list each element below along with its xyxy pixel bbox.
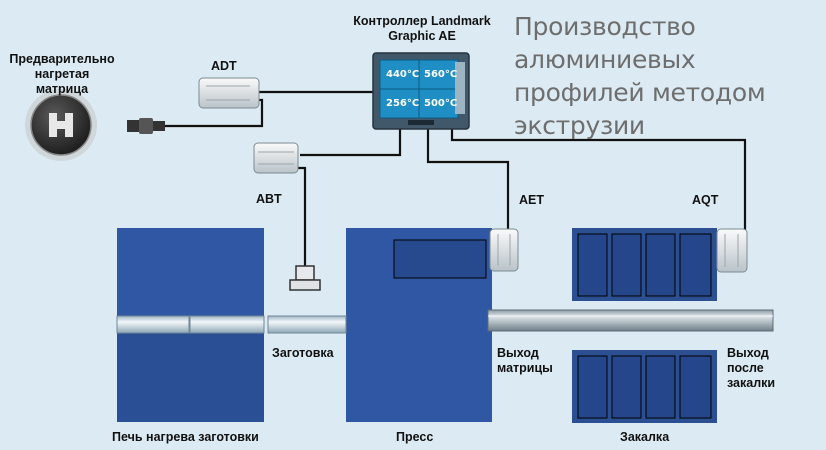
page-title: Производство алюминиевых профилей методо… — [514, 12, 766, 140]
wire-abt — [300, 128, 402, 157]
controller-unit — [372, 52, 470, 130]
wire-aqt — [450, 128, 747, 232]
quench-lower — [572, 350, 717, 423]
wire-abt-probe — [275, 166, 307, 266]
adt-sensor-icon — [198, 77, 260, 109]
quench-exit-label: Выход после закалки — [727, 346, 776, 390]
abt-probe-icon — [289, 265, 321, 291]
reading-3: 256°C — [386, 98, 420, 109]
wire-aet — [426, 128, 510, 232]
die-label: Предварительно нагретая матрица — [9, 52, 115, 96]
adt-label: ADT — [211, 59, 237, 73]
aqt-label: AQT — [692, 193, 719, 207]
extrusion-rail — [487, 309, 774, 332]
controller-label: Контроллер Landmark Graphic AE — [353, 14, 491, 43]
quench-upper — [572, 228, 717, 301]
aqt-sensor-icon — [716, 228, 748, 273]
abt-sensor-icon — [253, 142, 299, 174]
reading-1: 440°C — [386, 69, 420, 80]
reading-2: 560°C — [424, 69, 458, 80]
furnace-label: Печь нагрева заготовки — [112, 430, 259, 444]
aet-label: AET — [519, 193, 544, 207]
billet-label: Заготовка — [272, 346, 334, 360]
die-exit-label: Выход матрицы — [497, 346, 553, 375]
press-label: Пресс — [396, 430, 434, 444]
adt-probe-icon — [127, 118, 165, 134]
press — [346, 228, 492, 422]
billets — [116, 315, 347, 334]
aet-sensor-icon — [489, 228, 519, 272]
die-symbol — [25, 89, 97, 161]
abt-label: ABT — [256, 192, 282, 206]
quench-label: Закалка — [620, 430, 670, 444]
reading-4: 500°C — [424, 98, 458, 109]
